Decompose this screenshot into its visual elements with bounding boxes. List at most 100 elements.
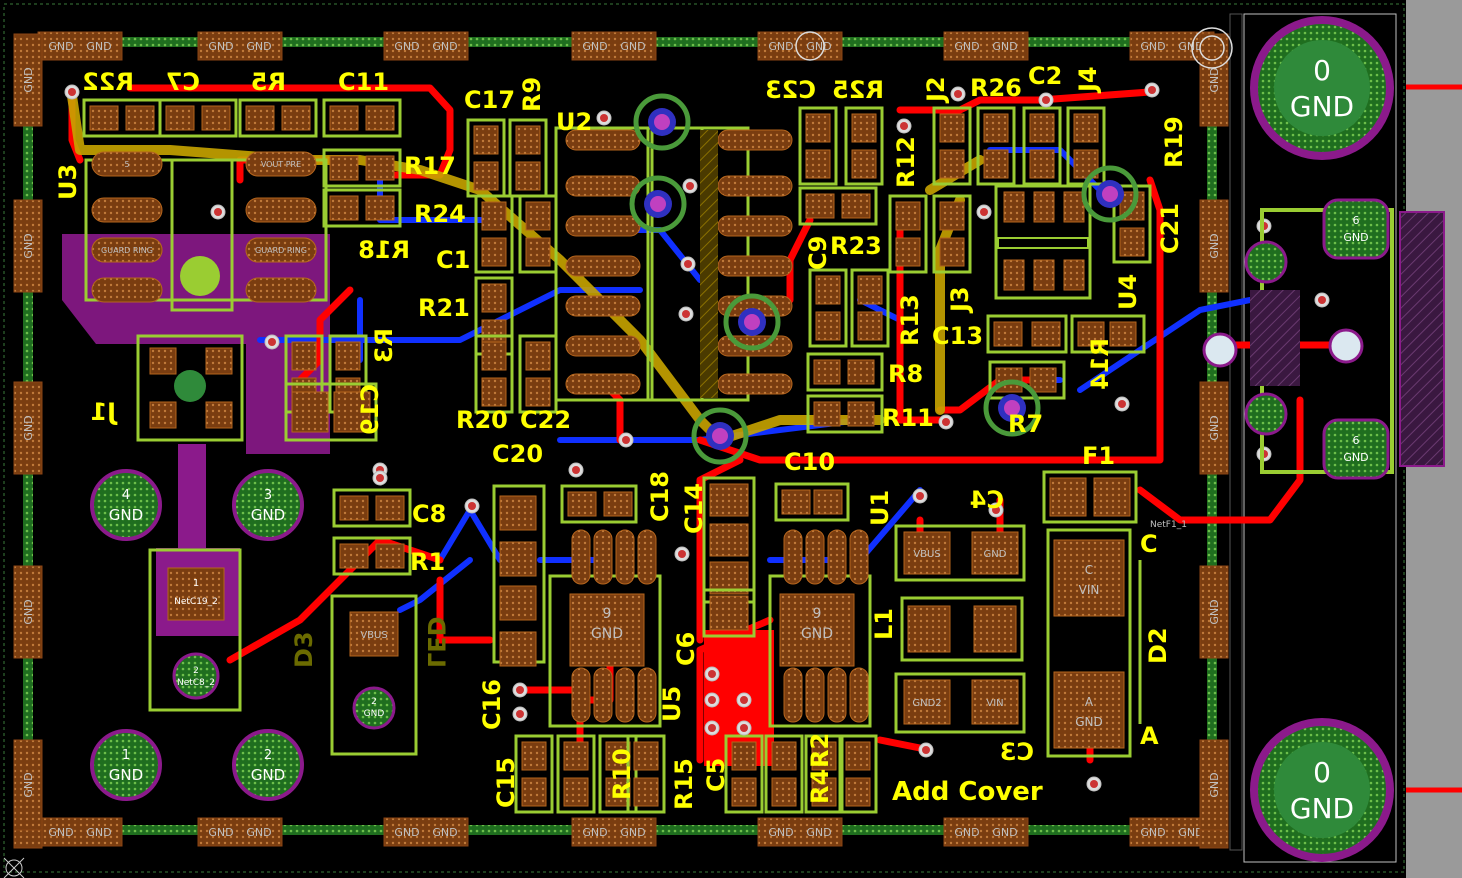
c15-footprint-pad1[interactable] — [521, 741, 547, 771]
j1-pad[interactable] — [205, 401, 233, 429]
c5-footprint-pad1[interactable] — [731, 741, 757, 771]
designator-r19[interactable]: R19 — [1160, 116, 1188, 168]
r23-footprint-b-pad1[interactable] — [857, 275, 883, 305]
r3-footprint-pad1[interactable] — [291, 341, 317, 371]
c11-footprint-pad2[interactable] — [365, 105, 395, 131]
r22-footprint-pad1[interactable] — [89, 105, 119, 131]
u1-pin-bottom[interactable] — [849, 667, 869, 723]
c13-pad1[interactable] — [993, 321, 1023, 347]
j1-hole-1[interactable]: 1 GND — [90, 729, 162, 801]
c18-pad2[interactable] — [603, 491, 633, 517]
r14-pad1[interactable] — [1077, 321, 1105, 347]
r12-footprint[interactable] — [888, 194, 928, 274]
f1-footprint[interactable] — [1042, 470, 1138, 524]
usb-connector[interactable]: 6 GND 6 GND — [1202, 198, 1445, 480]
designator-c15[interactable]: C15 — [492, 757, 520, 808]
designator-r4[interactable]: R4 — [806, 769, 834, 804]
r10-footprint-pad2[interactable] — [563, 777, 589, 807]
r10-footprint[interactable] — [556, 734, 596, 814]
u4-pin[interactable] — [1033, 191, 1055, 223]
u5-pin-top[interactable] — [571, 529, 591, 585]
c1-footprint[interactable] — [474, 194, 514, 274]
c11-footprint[interactable] — [322, 98, 402, 138]
r7-pad2[interactable] — [1029, 367, 1057, 393]
r26-footprint-pad1[interactable] — [983, 113, 1009, 143]
c4-pad-gnd[interactable]: GND — [971, 531, 1019, 575]
origin-cross-icon[interactable] — [3, 857, 25, 878]
c3-pad-vin[interactable]: VIN — [971, 679, 1019, 725]
designator-f1[interactable]: F1 — [1082, 442, 1115, 470]
designator-c18[interactable]: C18 — [646, 471, 674, 522]
u3-center[interactable] — [170, 158, 234, 312]
designator-c3[interactable]: C3 — [1000, 738, 1034, 766]
r11-footprint[interactable] — [806, 394, 884, 434]
led-footprint[interactable] — [330, 594, 418, 756]
c14-pad[interactable] — [709, 483, 749, 517]
c4-pad-vbus[interactable]: VBUS — [903, 531, 951, 575]
designator-r9[interactable]: R9 — [518, 77, 546, 112]
d2-pad-c[interactable] — [1053, 539, 1125, 617]
designator-led[interactable]: LED — [422, 616, 450, 668]
c10-footprint[interactable] — [774, 482, 850, 522]
j2-footprint-pad2[interactable] — [939, 149, 965, 179]
u1-pin-top[interactable] — [827, 529, 847, 585]
designator-u4[interactable]: U4 — [1114, 274, 1142, 310]
r5-footprint[interactable] — [238, 98, 318, 138]
u2-pin-right[interactable] — [717, 255, 793, 277]
u1-pin-top[interactable] — [849, 529, 869, 585]
u4-footprint[interactable] — [994, 184, 1092, 300]
u3-pin-left[interactable]: 5 — [91, 151, 163, 177]
c2-footprint-pad2[interactable] — [1029, 149, 1055, 179]
r10-footprint-b-pad2[interactable] — [605, 777, 631, 807]
c10-pad1[interactable] — [781, 489, 811, 515]
u2-pin-right[interactable] — [717, 373, 793, 395]
j2-footprint[interactable] — [932, 106, 972, 186]
designator-c13[interactable]: C13 — [932, 322, 983, 350]
designator-c10[interactable]: C10 — [784, 448, 835, 476]
u4-pin[interactable] — [1033, 259, 1055, 291]
designator-c16[interactable]: C16 — [478, 679, 506, 730]
r2-footprint-b[interactable] — [838, 734, 878, 814]
r12-footprint-pad2[interactable] — [895, 237, 921, 267]
designator-r8[interactable]: R8 — [888, 360, 923, 388]
r21-footprint-b-pad1[interactable] — [481, 283, 507, 313]
u1-pin-bottom[interactable] — [783, 667, 803, 723]
u5-pin-bottom[interactable] — [615, 667, 635, 723]
c22-footprint-pad1[interactable] — [525, 341, 551, 371]
designator-r26[interactable]: R26 — [970, 74, 1022, 102]
r1-footprint-pad2[interactable] — [375, 543, 405, 569]
r15-footprint-pad2[interactable] — [633, 777, 659, 807]
d2-pad-a[interactable] — [1053, 671, 1125, 749]
u5-pin-top[interactable] — [593, 529, 613, 585]
u2-pin-right[interactable] — [717, 129, 793, 151]
r2-footprint-pad1[interactable] — [811, 741, 837, 771]
designator-r3[interactable]: R3 — [370, 328, 398, 363]
r9-footprint-pad2[interactable] — [515, 161, 541, 191]
u2-pin-right[interactable] — [717, 215, 793, 237]
l1-footprint[interactable] — [900, 596, 1024, 662]
r20-footprint[interactable] — [474, 334, 514, 414]
designator-r1[interactable]: R1 — [410, 548, 445, 576]
c5-footprint-pad2[interactable] — [731, 777, 757, 807]
c17-footprint-pad1[interactable] — [473, 125, 499, 155]
u3-guard-pin-left[interactable]: GUARD RING — [91, 237, 163, 263]
designator-c6[interactable]: C6 — [672, 632, 700, 666]
r21-footprint-pad1[interactable] — [525, 201, 551, 231]
j1-hole-4[interactable]: 4 GND — [90, 469, 162, 541]
designator-c1[interactable]: C1 — [436, 246, 470, 274]
c1-footprint-pad2[interactable] — [481, 237, 507, 267]
designator-r23[interactable]: R23 — [830, 232, 882, 260]
l1-pad2[interactable] — [973, 605, 1017, 653]
c22-footprint[interactable] — [518, 334, 558, 414]
c20-pad[interactable] — [499, 495, 537, 531]
c8-footprint[interactable] — [332, 488, 412, 528]
u5-pin-bottom[interactable] — [571, 667, 591, 723]
mounting-hole-bottom-right[interactable]: 0 GND — [1250, 718, 1394, 862]
designator-c11[interactable]: C11 — [338, 68, 389, 96]
d3-footprint[interactable] — [148, 548, 242, 712]
designator-j4[interactable]: J4 — [1074, 66, 1102, 94]
designator-r22[interactable]: R22 — [82, 68, 134, 96]
u5-pin-top[interactable] — [615, 529, 635, 585]
r23-footprint-pad1[interactable] — [815, 275, 841, 305]
